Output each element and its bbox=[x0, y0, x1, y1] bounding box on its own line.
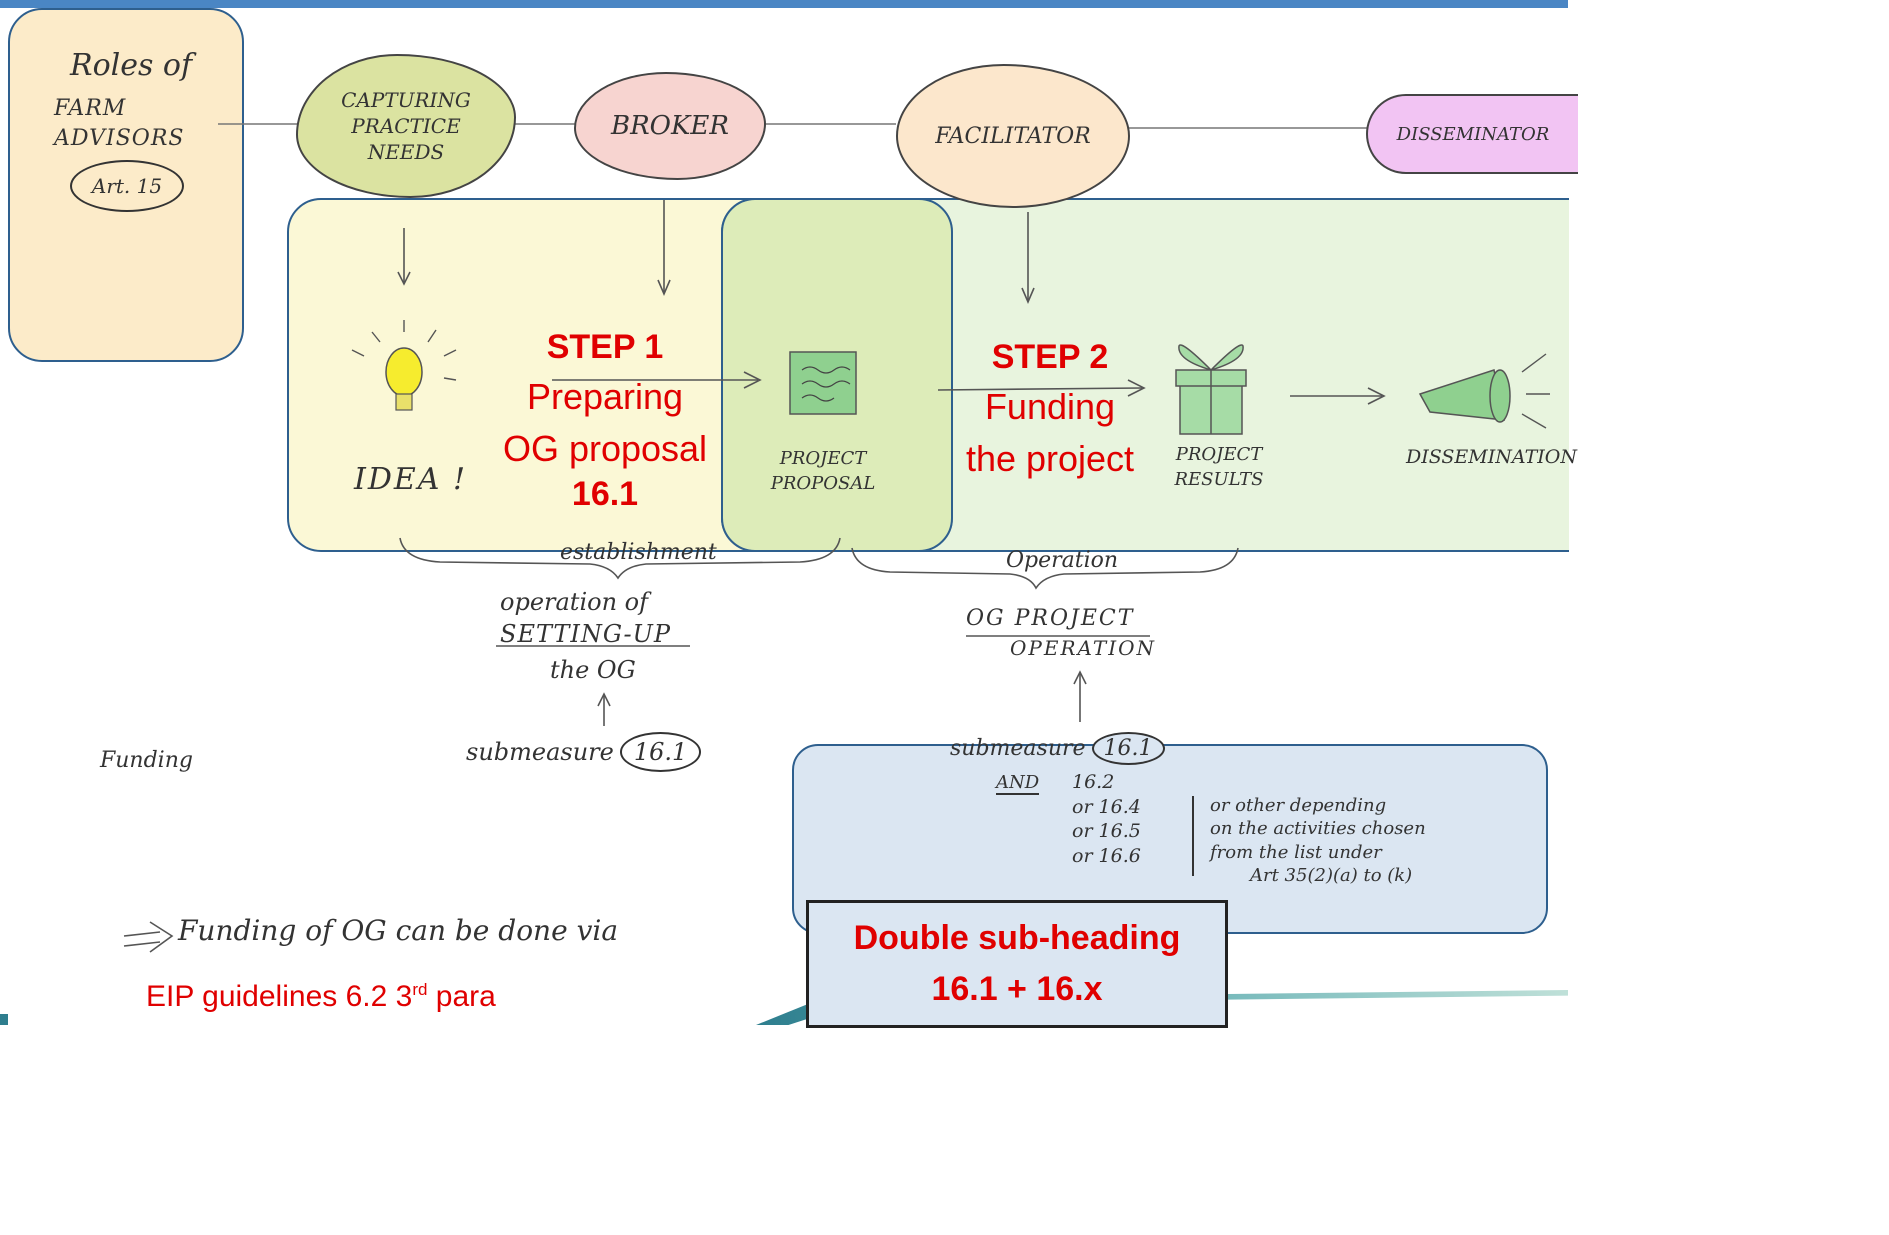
setup-submeasure: submeasure 16.1 bbox=[466, 732, 702, 772]
codes-divider bbox=[1192, 796, 1194, 876]
role-facilitator: FACILITATOR bbox=[896, 64, 1130, 208]
operation-line2: OPERATION bbox=[1010, 636, 1156, 660]
funding-note: Funding of OG can be done via bbox=[178, 914, 619, 947]
operation-codes: 16.2 or 16.4 or 16.5 or 16.6 bbox=[1072, 771, 1141, 868]
roles-advisors: ADVISORS bbox=[54, 126, 185, 151]
megaphone-icon bbox=[1418, 353, 1550, 429]
step2-title: STEP 2 bbox=[991, 338, 1109, 376]
double-subheading-line1: Double sub-heading bbox=[853, 919, 1181, 957]
step2-line1: Funding bbox=[984, 386, 1116, 427]
double-subheading-line2: 16.1 + 16.x bbox=[931, 970, 1103, 1008]
double-subheading-box: Double sub-heading 16.1 + 16.x bbox=[806, 900, 1228, 1028]
funding-label: Funding bbox=[100, 748, 193, 773]
setup-line2: SETTING-UP bbox=[500, 620, 672, 648]
stage-dissemination: DISSEMINATION bbox=[1406, 446, 1577, 468]
step1-line2: OG proposal bbox=[502, 428, 708, 470]
guideline-reference: EIP guidelines 6.2 3rd para bbox=[146, 980, 496, 1013]
step1-title: STEP 1 bbox=[546, 328, 664, 366]
footer-corner bbox=[0, 1014, 8, 1025]
step2-block: STEP 2 Funding the project bbox=[940, 338, 1160, 485]
top-accent-bar bbox=[0, 0, 1568, 8]
step1-code: 16.1 bbox=[571, 475, 639, 514]
roles-farm: FARM bbox=[54, 96, 127, 121]
role-disseminator: DISSEMINATOR bbox=[1366, 94, 1578, 174]
gift-icon bbox=[1175, 344, 1247, 435]
stage-project-results: PROJECT RESULTS bbox=[1174, 444, 1264, 491]
establishment-label: establishment bbox=[560, 540, 717, 565]
and-label: AND bbox=[996, 772, 1040, 795]
setup-line3: the OG bbox=[550, 656, 636, 684]
document-icon bbox=[789, 351, 857, 415]
step2-line2: the project bbox=[965, 438, 1135, 480]
lightbulb-icon bbox=[351, 320, 457, 411]
setup-line1: operation of bbox=[500, 588, 648, 616]
diagram-lines bbox=[123, 123, 1550, 953]
operation-label: Operation bbox=[1006, 548, 1119, 573]
step1-line1: Preparing bbox=[526, 376, 684, 417]
operation-note: or other depending on the activities cho… bbox=[1210, 795, 1426, 887]
step1-block: STEP 1 Preparing OG proposal 16.1 bbox=[480, 328, 730, 514]
role-broker: BROKER bbox=[574, 72, 766, 180]
stage-idea: IDEA ! bbox=[354, 462, 468, 497]
operation-line1: OG PROJECT bbox=[966, 606, 1135, 631]
role-capturing-needs: CAPTURING PRACTICE NEEDS bbox=[296, 54, 516, 198]
roles-title: Roles of bbox=[70, 48, 193, 83]
roles-box: Roles of FARM ADVISORS Art. 15 bbox=[8, 8, 244, 362]
stage-project-proposal: PROJECT PROPOSAL bbox=[770, 448, 876, 495]
operation-submeasure: submeasure 16.1 bbox=[950, 732, 1165, 765]
article-oval: Art. 15 bbox=[70, 160, 184, 212]
